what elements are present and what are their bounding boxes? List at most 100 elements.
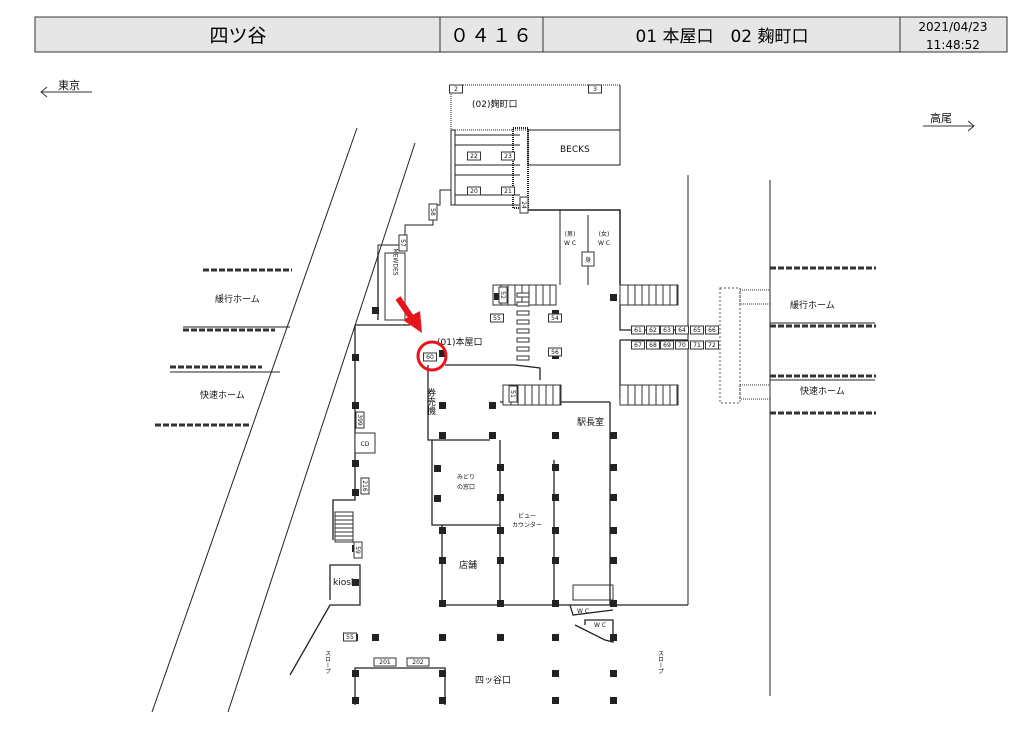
marker-24: 24 [519,196,529,214]
pillar [610,634,617,641]
stairs-right-lower [739,384,771,400]
pillar [439,350,446,357]
slope-right-label: スロープ [657,650,664,674]
marker-label: 72 [708,342,716,349]
view-counter-label: ビュー [518,512,536,520]
marker-label: 20 [470,188,478,195]
cd-label: CD [361,441,370,448]
marker-61: 61 [631,325,645,335]
marker-57: 57 [398,234,408,252]
connecting-bridge [719,287,741,404]
pillar [352,697,359,704]
marker-label: 69 [663,342,671,349]
header-bar: 四ツ谷 ０４１６ 01 本屋口 02 麹町口 2021/04/23 11:48:… [34,16,1008,53]
marker-label: 63 [663,327,671,334]
marker-label: 201 [379,659,391,666]
shop-label: 店舗 [459,559,477,571]
pillar [489,402,496,409]
pillar [610,600,617,607]
marker-label: 2 [454,86,458,93]
tactile-path [516,292,530,361]
marker-label: 216 [361,480,368,492]
pillar [552,494,559,501]
time: 11:48:52 [926,38,980,52]
pillar [439,600,446,607]
wc-women-label: (女) [599,230,610,238]
pillar [610,527,617,534]
pillar [497,600,504,607]
stair-treads [335,285,678,541]
stairs-right-upper [739,289,771,305]
marker-23: 23 [501,151,515,161]
marker-202: 202 [406,657,430,667]
pillar [497,527,504,534]
stairs [334,284,679,543]
marker-399: 399 [355,411,365,429]
platform-edges [155,266,876,427]
tactile-block [516,319,530,325]
pillar [610,494,617,501]
concourse-walls [289,253,688,705]
pillar [352,354,359,361]
marker-55: 55 [343,632,357,642]
marker-label: 60 [426,354,434,361]
wc-men-label: (男) [565,231,576,238]
pillar [439,670,446,677]
marker-label: 66 [708,327,716,334]
pillar [610,294,617,301]
pillar [352,460,359,467]
tactile-block [516,301,530,307]
pillar [552,670,559,677]
pillar [610,670,617,677]
rapid-platform-right: 快速ホーム [800,385,845,397]
view-counter-label-2: カウンター [512,521,542,529]
pillar [552,557,559,564]
kojimachi-exit-label: (02)麹町口 [472,98,517,110]
honya-exit-label: (01)本屋口 [437,336,482,348]
marker-label: 399 [356,414,363,426]
station-master-label: 駅長室 [577,416,604,428]
marker-label: 57 [399,239,406,247]
pillar [439,557,446,564]
red-arrow-icon [395,296,422,333]
pillar [497,634,504,641]
tactile-block [516,292,530,298]
pillar [489,432,496,439]
pillar [610,464,617,471]
mewdes-label: MEWDES [392,248,399,275]
office-box [572,584,614,601]
marker-label: 67 [634,342,642,349]
marker-52: 52 [498,286,508,304]
tracks [151,127,875,713]
station-name: 四ツ谷 [209,25,266,47]
pillar [372,634,379,641]
pillar [552,697,559,704]
marker-label: 61 [634,327,642,334]
marker-68: 68 [646,340,660,350]
station-code: ０４１６ [450,25,534,47]
pillar [352,489,359,496]
marker-label: 21 [504,188,512,195]
rapid-platform-left: 快速ホーム [200,389,245,401]
marker-label: 3 [593,86,597,93]
pillar [439,697,446,704]
tactile-block [516,346,530,352]
midori-label-2: の窓口 [457,483,475,491]
accessible-toilet-box [581,251,595,267]
marker-54: 54 [548,313,562,323]
pillar [552,600,559,607]
marker-label: 24 [520,201,527,209]
midori-label: みどり [457,473,475,481]
highlight-circle [416,340,448,372]
marker-70: 70 [675,340,689,350]
pillar [439,527,446,534]
direction-right-label: 高尾 [930,111,952,125]
pillar [610,557,617,564]
tactile-block [516,355,530,361]
accessible-toilet-icon: 身 [585,256,591,264]
pillar [434,495,441,502]
marker-60: 60 [423,352,437,362]
marker-label: 22 [470,153,478,160]
direction-left-label: 東京 [58,78,80,92]
slope-left-label: スロープ [324,650,331,674]
